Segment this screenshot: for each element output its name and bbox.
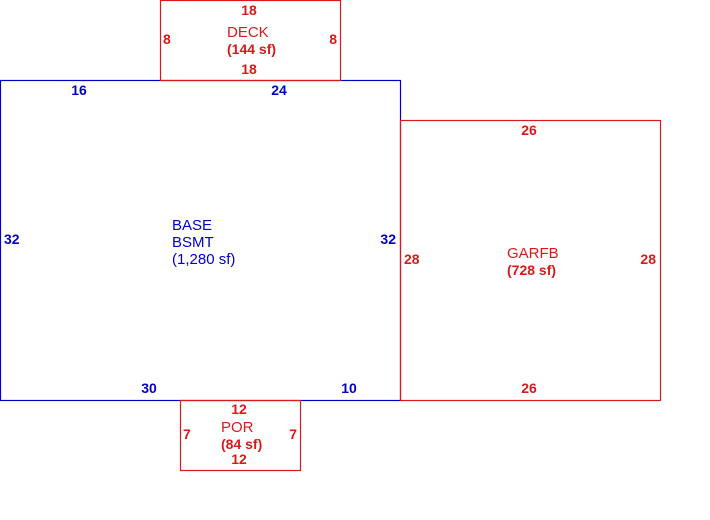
porch-dim-left: 7 bbox=[183, 426, 191, 442]
porch-label: POR bbox=[221, 419, 254, 436]
deck-area: DECK (144 sf) 18 18 8 8 bbox=[159, 0, 342, 82]
deck-dim-bottom: 18 bbox=[241, 61, 257, 77]
garage-area: GARFB (728 sf) 26 26 28 28 bbox=[399, 119, 662, 402]
porch-dim-bottom: 12 bbox=[231, 451, 247, 467]
porch-dim-top: 12 bbox=[231, 401, 247, 417]
garage-dim-left: 28 bbox=[404, 251, 420, 267]
base-dim-bottom-right: 10 bbox=[341, 380, 357, 396]
deck-outline bbox=[159, 0, 342, 82]
base-dim-top-left: 16 bbox=[71, 82, 87, 98]
base-sqft: (1,280 sf) bbox=[172, 251, 235, 268]
deck-sqft: (144 sf) bbox=[227, 41, 276, 57]
base-label-line1: BASE bbox=[172, 217, 212, 234]
garage-sqft: (728 sf) bbox=[507, 262, 556, 278]
base-area: BASE BSMT (1,280 sf) 16 24 32 32 30 10 bbox=[0, 79, 402, 402]
base-dim-top-right: 24 bbox=[271, 82, 287, 98]
base-dim-left: 32 bbox=[4, 231, 20, 247]
garage-dim-top: 26 bbox=[521, 122, 537, 138]
base-dim-bottom-left: 30 bbox=[141, 380, 157, 396]
garage-outline bbox=[399, 119, 662, 402]
porch-dim-right: 7 bbox=[289, 426, 297, 442]
deck-dim-left: 8 bbox=[163, 31, 171, 47]
porch-outline bbox=[179, 399, 302, 472]
base-dim-right: 32 bbox=[380, 231, 396, 247]
deck-dim-top: 18 bbox=[241, 2, 257, 18]
deck-dim-right: 8 bbox=[329, 31, 337, 47]
base-label-line2: BSMT bbox=[172, 234, 214, 251]
porch-area: POR (84 sf) 12 12 7 7 bbox=[179, 399, 302, 472]
garage-dim-bottom: 26 bbox=[521, 380, 537, 396]
porch-sqft: (84 sf) bbox=[221, 436, 262, 452]
deck-label: DECK bbox=[227, 24, 269, 41]
garage-label: GARFB bbox=[507, 245, 559, 262]
garage-dim-right: 28 bbox=[640, 251, 656, 267]
